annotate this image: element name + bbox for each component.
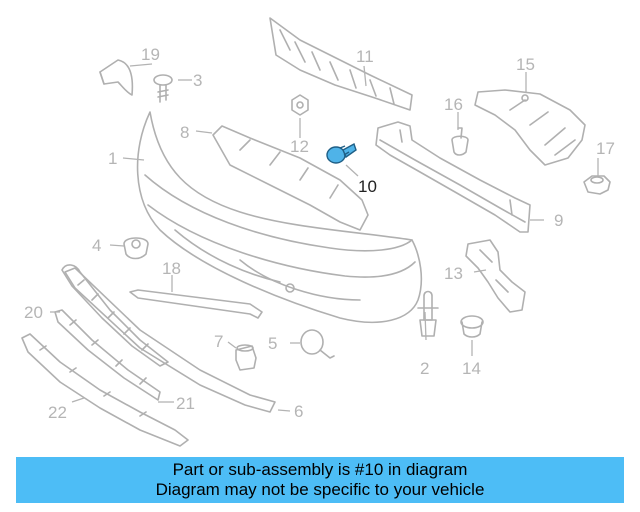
part-17-nut [583,175,611,195]
part-19-bracket [99,59,134,96]
part-16-clip [451,127,469,156]
callout-4: 4 [92,236,101,255]
parts-diagram: 1 2 3 4 5 6 7 8 9 10 11 12 13 14 15 16 1… [21,17,615,447]
callout-20: 20 [24,303,43,322]
banner-line-1: Part or sub-assembly is #10 in diagram [172,460,468,479]
part-1-bumper-cover [136,111,423,324]
callout-18: 18 [162,259,181,278]
exploded-view: 1 2 3 4 5 6 7 8 9 10 11 12 13 14 15 16 1… [21,17,615,447]
part-8-absorber [212,125,369,231]
callout-14: 14 [462,359,481,378]
part-20-grille [61,264,169,367]
part-14-retainer [460,315,484,338]
part-4-grommet [123,237,149,260]
part-10-bolt [326,142,357,164]
part-3-screw [153,74,173,103]
callout-16: 16 [444,95,463,114]
callout-labels: 1 2 3 4 5 6 7 8 9 10 11 12 13 14 15 16 1… [24,45,615,422]
callout-7: 7 [214,332,223,351]
callout-13: 13 [444,264,463,283]
part-18-moulding [129,289,263,319]
callout-21: 21 [176,394,195,413]
part-7-clip [235,344,257,371]
part-13-bracket [465,239,526,313]
part-9-reinforcement [375,121,531,233]
callout-5: 5 [268,334,277,353]
callout-2: 2 [420,359,429,378]
callout-11: 11 [356,47,374,66]
callout-19: 19 [141,45,160,64]
callout-3: 3 [193,71,202,90]
callout-9: 9 [554,211,563,230]
callout-22: 22 [48,403,67,422]
part-11-absorber [269,17,413,111]
callout-17: 17 [596,139,615,158]
part-12-nut [291,94,309,116]
banner-line-2: Diagram may not be specific to your vehi… [155,480,485,499]
part-6-strip [64,267,276,413]
part-22-deflector [21,333,189,447]
callout-8: 8 [180,123,189,142]
info-banner: Part or sub-assembly is #10 in diagram D… [16,457,624,503]
part-5-cap [300,329,335,359]
callout-12: 12 [290,137,309,156]
callout-10: 10 [358,177,377,196]
callout-1: 1 [108,149,117,168]
leader-lines [50,63,599,412]
part-21-grille [54,309,161,401]
callout-6: 6 [294,402,303,421]
part-2-clip [417,290,439,337]
callout-15: 15 [516,55,535,74]
part-15-bracket [474,89,586,166]
